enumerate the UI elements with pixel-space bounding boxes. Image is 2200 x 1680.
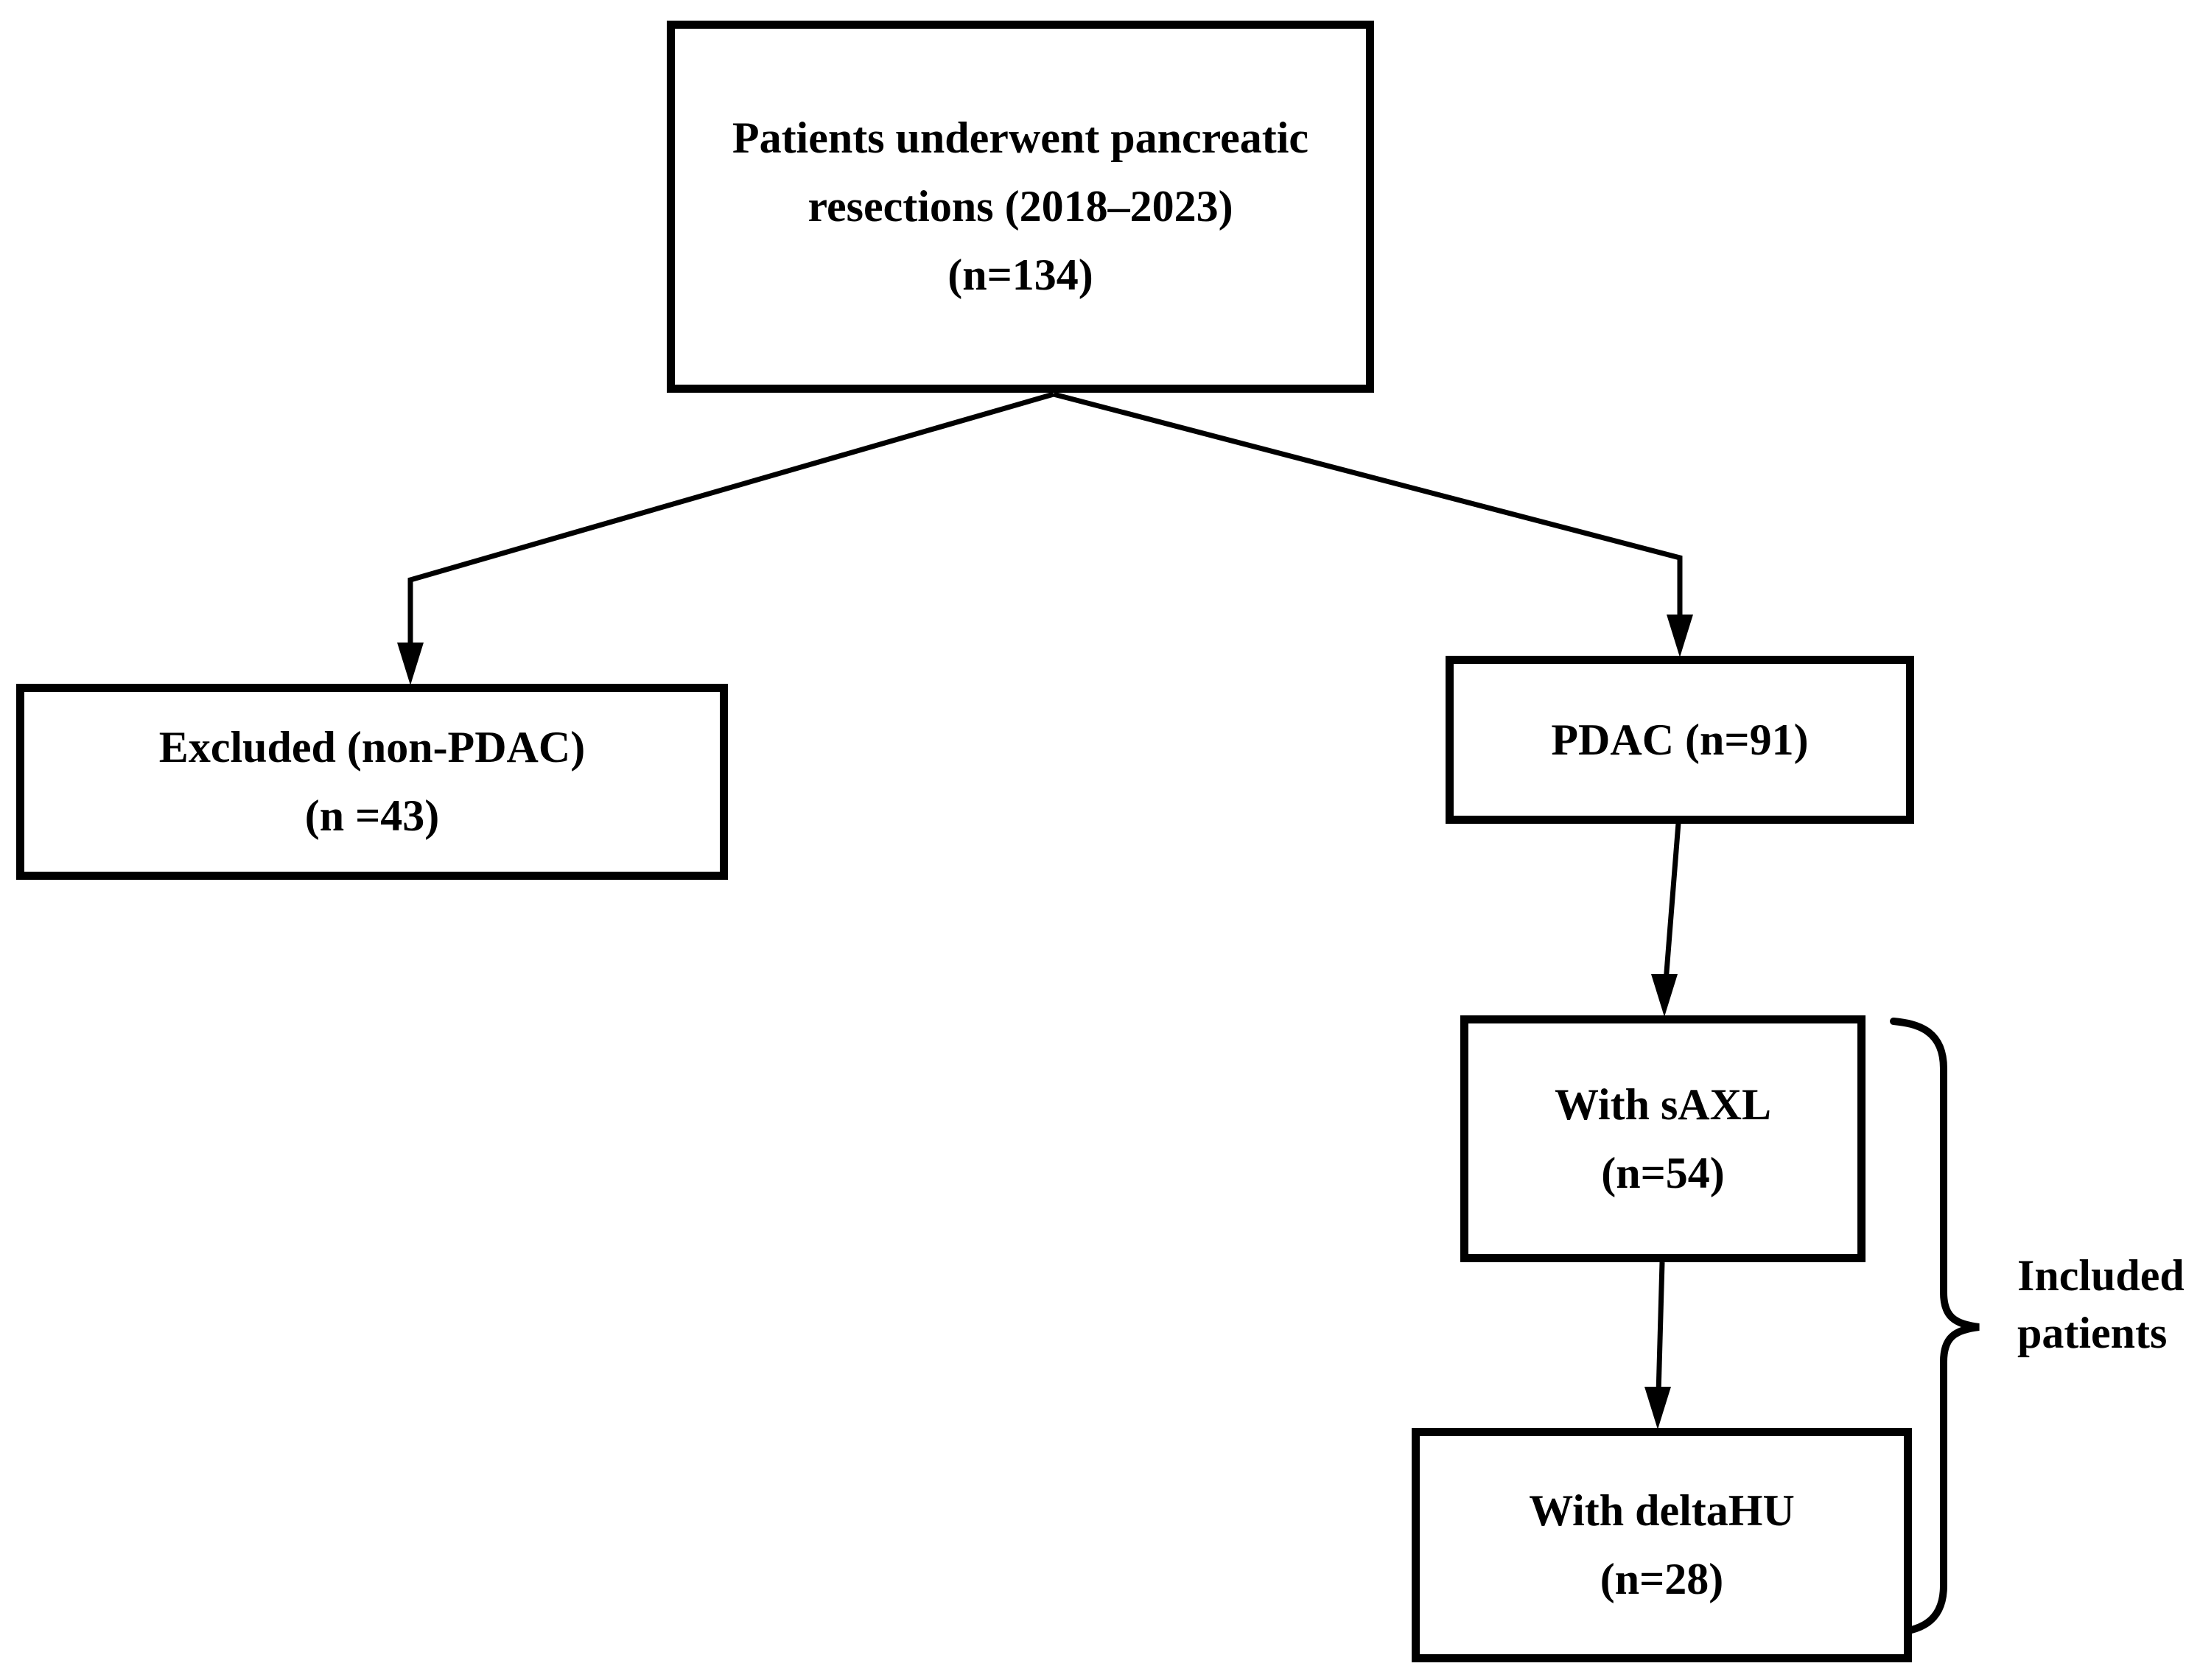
node-patients-line-3: (n=134)	[947, 251, 1093, 299]
node-patients-line-1: Patients underwent pancreatic	[732, 113, 1309, 162]
connector-saxl-deltahu	[1656, 1261, 1665, 1395]
node-deltahu-line-1: With deltaHU	[1529, 1486, 1795, 1535]
arrowhead-down-right-icon	[1667, 615, 1693, 657]
included-patients-line-2: patients	[2017, 1309, 2168, 1357]
node-pdac-line-1: PDAC (n=91)	[1551, 715, 1809, 764]
arrowhead-down-saxl-icon	[1651, 974, 1678, 1017]
node-patients-underwent: Patients underwent pancreatic resections…	[667, 21, 1374, 393]
node-pdac: PDAC (n=91)	[1446, 656, 1914, 824]
node-deltahu-line-2: (n=28)	[1600, 1555, 1724, 1603]
branch-line-left	[407, 391, 1054, 648]
branch-line-right	[1053, 391, 1683, 620]
node-excluded-line-2: (n =43)	[304, 791, 440, 840]
arrowhead-down-left-icon	[397, 643, 424, 685]
node-excluded: Excluded (non-PDAC) (n =43)	[16, 684, 728, 880]
included-patients-label: Included patients	[2017, 1247, 2185, 1362]
node-with-deltahu: With deltaHU (n=28)	[1412, 1428, 1912, 1662]
node-excluded-line-1: Excluded (non-PDAC)	[158, 723, 586, 771]
arrowhead-down-deltahu-icon	[1644, 1387, 1671, 1429]
node-saxl-line-2: (n=54)	[1601, 1148, 1725, 1197]
included-bracket-icon	[1890, 1018, 1980, 1637]
included-patients-line-1: Included	[2017, 1251, 2185, 1300]
connector-pdac-saxl	[1663, 822, 1681, 982]
node-patients-line-2: resections (2018–2023)	[808, 182, 1233, 231]
node-with-saxl: With sAXL (n=54)	[1460, 1015, 1866, 1262]
node-saxl-line-1: With sAXL	[1555, 1079, 1771, 1129]
